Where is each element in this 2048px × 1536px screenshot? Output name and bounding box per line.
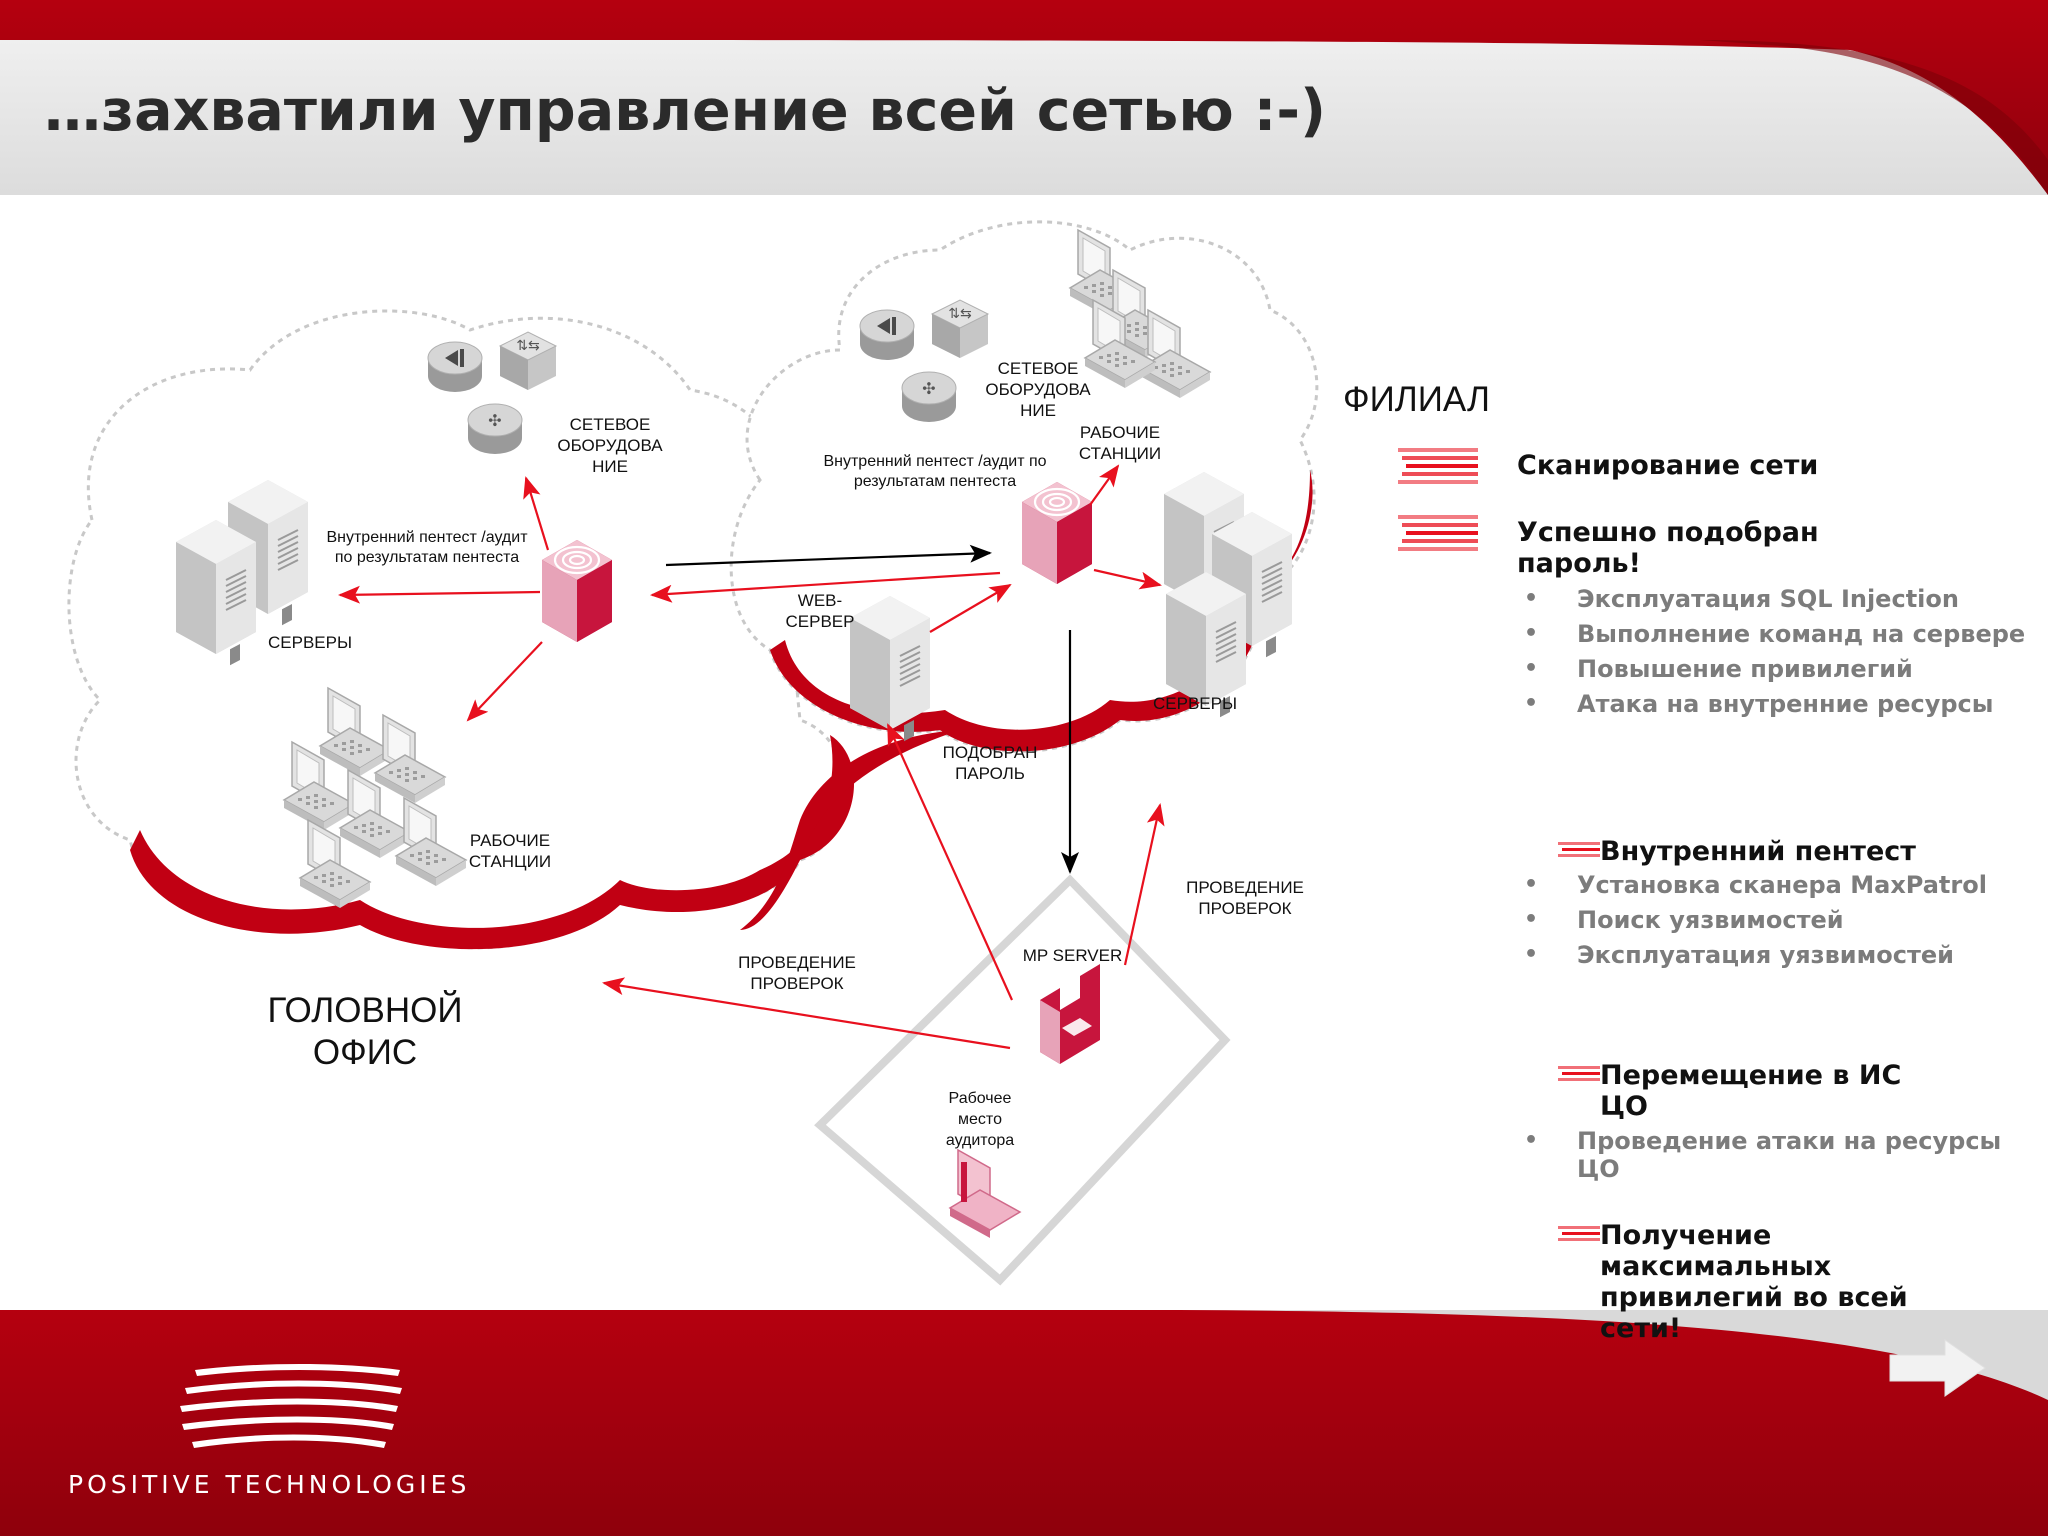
svg-text:✣: ✣	[922, 379, 935, 398]
step-heading: Получение максимальных привилегий во все…	[1600, 1220, 1908, 1344]
footer-banner	[0, 1310, 2048, 1536]
list-item: •Повышение привилегий	[1524, 655, 1913, 683]
router-icon: ✣	[467, 403, 523, 455]
step-heading: Перемещение в ИС ЦО	[1600, 1060, 1902, 1122]
next-arrow-icon[interactable]	[1889, 1339, 1986, 1397]
arrows-head-office	[338, 476, 550, 722]
page-title: …захватили управление всей сетью :-)	[44, 78, 1327, 144]
mp-server-label: MP SERVER	[1022, 946, 1123, 965]
mp-server-icon	[1040, 964, 1100, 1064]
company-logo-text: POSITIVE TECHNOLOGIES	[68, 1470, 471, 1499]
branch-name: ФИЛИАЛ	[1343, 380, 1490, 419]
list-item: •Атака на внутренние ресурсы	[1524, 690, 1994, 718]
list-item: •Выполнение команд на сервере	[1524, 620, 2026, 648]
svg-text:⇅⇆: ⇅⇆	[948, 306, 972, 322]
password-found-label: ПОДОБРАН ПАРОЛЬ	[942, 743, 1038, 783]
step-heading: Внутренний пентест	[1600, 836, 1916, 867]
switch-icon: ⇅⇆	[499, 331, 557, 391]
header-banner	[0, 0, 2048, 195]
auditor-workplace-label: Рабочее место аудитора	[945, 1090, 1015, 1149]
head-office-cloud	[67, 309, 854, 950]
svg-text:✣: ✣	[488, 411, 501, 430]
step-items: •Проведение атаки на ресурсы ЦО	[1450, 1127, 2037, 1190]
list-item: •Поиск уязвимостей	[1524, 906, 1844, 934]
step-items: •Эксплуатация SQL Injection •Выполнение …	[1450, 585, 2037, 725]
checks-left-label: ПРОВЕДЕНИЕ ПРОВЕРОК	[738, 953, 856, 993]
router-icon: ✣	[901, 371, 957, 423]
mp-zone-diamond	[814, 874, 1231, 1286]
svg-text:⇅⇆: ⇅⇆	[516, 338, 540, 354]
step-marker-icons	[1398, 448, 1600, 1241]
firewall-icon	[427, 341, 483, 393]
web-server-label: WEB- СЕРВЕР	[785, 591, 855, 631]
branch-network-equipment-label: СЕТЕВОЕ ОБОРУДОВА НИЕ	[985, 359, 1091, 420]
head-workstations-label: РАБОЧИЕ СТАНЦИИ	[468, 831, 552, 871]
list-item: •Установка сканера MaxPatrol	[1524, 871, 1987, 899]
branch-workstations-label: РАБОЧИЕ СТАНЦИИ	[1078, 423, 1162, 463]
auditor-laptop-icon	[948, 1148, 1022, 1238]
firewall-icon	[859, 309, 915, 361]
step-heading: Успешно подобран пароль!	[1517, 517, 1819, 579]
company-logo-emblem	[180, 1364, 402, 1448]
checks-right-label: ПРОВЕДЕНИЕ ПРОВЕРОК	[1186, 878, 1304, 918]
head-office-name: ГОЛОВНОЙ ОФИС	[267, 991, 463, 1072]
branch-pentest-label: Внутренний пентест /аудит по результатам…	[823, 453, 1047, 490]
head-servers-label: СЕРВЕРЫ	[267, 633, 353, 652]
scanner-icon	[1020, 480, 1094, 586]
branch-servers-label: СЕРВЕРЫ	[1152, 694, 1238, 713]
step-items: •Установка сканера MaxPatrol •Поиск уязв…	[1450, 871, 2037, 976]
step-heading: Сканирование сети	[1517, 450, 1819, 481]
scanner-icon	[540, 538, 614, 644]
arrows-branch	[602, 464, 1165, 1050]
head-pentest-label: Внутренний пентест /аудит по результатам…	[326, 529, 528, 566]
list-item: •Эксплуатация уязвимостей	[1524, 941, 1954, 969]
switch-icon: ⇅⇆	[931, 299, 989, 359]
list-item: •Эксплуатация SQL Injection	[1524, 585, 1959, 613]
list-item: •Проведение атаки на ресурсы ЦО	[1524, 1127, 2002, 1183]
head-network-equipment-label: СЕТЕВОЕ ОБОРУДОВА НИЕ	[557, 415, 663, 476]
